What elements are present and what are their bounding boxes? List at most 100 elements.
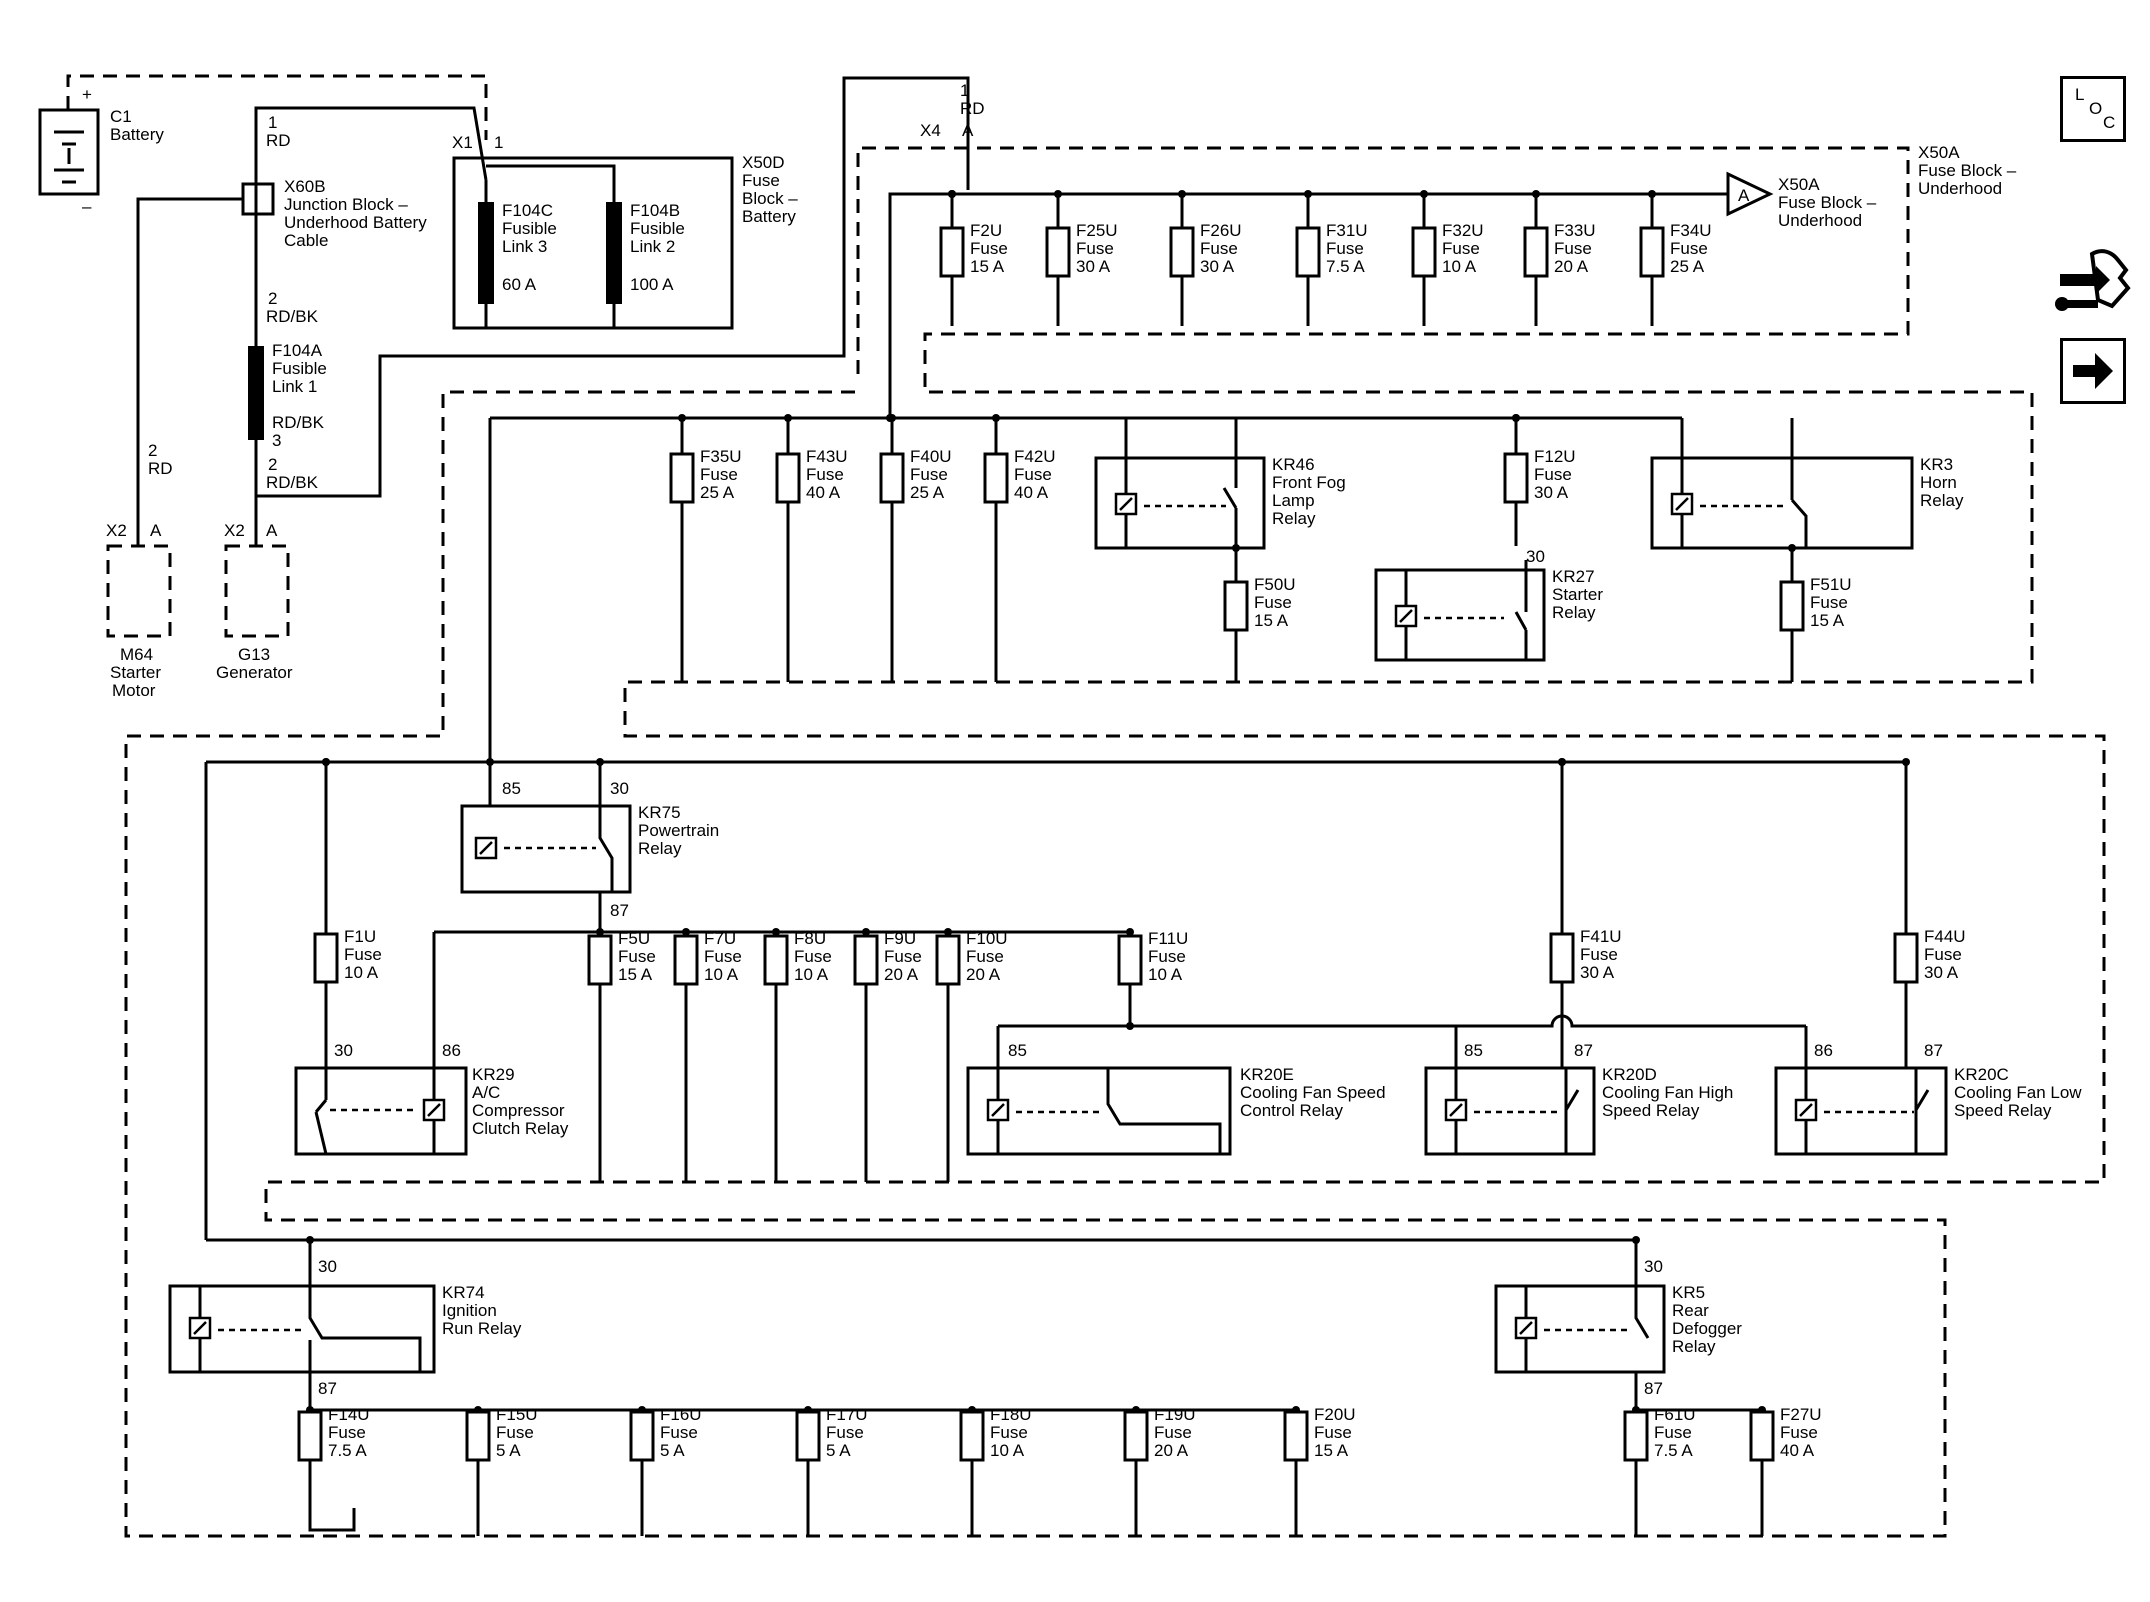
junction-dots xyxy=(306,190,1640,1244)
fuse-name: F27U xyxy=(1780,1405,1822,1424)
battery-plus: + xyxy=(82,85,92,104)
fuse-rating: 5 A xyxy=(496,1441,521,1460)
relay-name: KR75 xyxy=(638,803,681,822)
fuse-body xyxy=(939,226,965,278)
next-arrow-icon[interactable] xyxy=(2060,338,2126,404)
fuse-type: Fuse xyxy=(884,947,922,966)
fuse-rating: 20 A xyxy=(966,965,1001,984)
fuse-type: Fuse xyxy=(344,945,382,964)
battery-symbol xyxy=(38,108,100,196)
fuse-body xyxy=(1123,1410,1149,1462)
fuse-name: F2U xyxy=(970,221,1002,240)
gen-wire: RD/BK xyxy=(266,473,319,492)
fuse-body xyxy=(313,932,339,984)
fuse-junction-dot xyxy=(1902,758,1910,766)
fuse-rating: 5 A xyxy=(660,1441,685,1460)
fuse-body xyxy=(1623,1410,1649,1462)
fuse-body xyxy=(1779,580,1805,632)
fuse-type: Fuse xyxy=(1254,593,1292,612)
fuse-rating: 15 A xyxy=(1254,611,1289,630)
fuse-junction-dot xyxy=(682,928,690,936)
fuse-rating: 30 A xyxy=(1924,963,1959,982)
fuse-name: F15U xyxy=(496,1405,538,1424)
fuse-name: F35U xyxy=(700,447,742,466)
fuse-type: Fuse xyxy=(1154,1423,1192,1442)
fuse-name: F7U xyxy=(704,929,736,948)
fuse-rating: 20 A xyxy=(1154,1441,1189,1460)
loc-letter-l: L xyxy=(2075,85,2085,104)
relay-desc-line: A/C xyxy=(472,1083,500,1102)
relay-desc-line: Clutch Relay xyxy=(472,1119,569,1138)
fuse-name: F19U xyxy=(1154,1405,1196,1424)
gen-pin: A xyxy=(266,521,278,540)
relay-desc-line: Front Fog xyxy=(1272,473,1346,492)
relay-name: KR20D xyxy=(1602,1065,1657,1084)
relay-pin-number: 30 xyxy=(610,779,629,798)
fuse-name: F25U xyxy=(1076,221,1118,240)
relay-pin-number: 30 xyxy=(318,1257,337,1276)
fuse-type: Fuse xyxy=(1326,239,1364,258)
fuse-rating: 10 A xyxy=(990,1441,1025,1460)
fuse-name: F41U xyxy=(1580,927,1622,946)
fuse-junction-dot xyxy=(1558,758,1566,766)
fuse-rating: 7.5 A xyxy=(328,1441,367,1460)
fuse-name: F17U xyxy=(826,1405,868,1424)
fuse-type: Fuse xyxy=(1534,465,1572,484)
starter-name: M64 xyxy=(120,645,153,664)
fuse-name: F11U xyxy=(1148,929,1188,948)
fuse-rating: 40 A xyxy=(806,483,841,502)
relay-desc-line: Compressor xyxy=(472,1101,565,1120)
fuse-junction-dot xyxy=(1648,190,1656,198)
fl1-wire-bot: RD/BK xyxy=(272,413,325,432)
relay-symbols xyxy=(168,418,1948,1410)
gen-desc: Generator xyxy=(216,663,293,682)
fuse-name: F5U xyxy=(618,929,650,948)
fuse-body xyxy=(1169,226,1195,278)
fuse-type: Fuse xyxy=(990,1423,1028,1442)
fuse-type: Fuse xyxy=(794,947,832,966)
fuse-name: F33U xyxy=(1554,221,1596,240)
fuse-body xyxy=(1639,226,1665,278)
fuse-name: F32U xyxy=(1442,221,1484,240)
fuse-rating: 40 A xyxy=(1014,483,1049,502)
fl1-wire-top: RD/BK xyxy=(266,307,319,326)
relay-desc-line: Relay xyxy=(1272,509,1316,528)
fuse-type: Fuse xyxy=(618,947,656,966)
fuse-name: F43U xyxy=(806,447,848,466)
location-icon[interactable]: L O C xyxy=(2060,76,2126,142)
relay-pin-number: 85 xyxy=(502,779,521,798)
fuse-junction-dot xyxy=(1512,414,1520,422)
fuse-name: F14U xyxy=(328,1405,370,1424)
fuse-rating: 10 A xyxy=(344,963,379,982)
service-manual-icon[interactable] xyxy=(2052,244,2132,320)
junction-desc: Junction Block – Underhood Battery Cable xyxy=(284,195,431,250)
relay-name: KR20E xyxy=(1240,1065,1294,1084)
fuse-body xyxy=(1117,934,1143,986)
fuse-body xyxy=(669,452,695,504)
fuse-junction-dot xyxy=(992,414,1000,422)
fuse-rating: 40 A xyxy=(1780,1441,1815,1460)
fuse-type: Fuse xyxy=(910,465,948,484)
x50a-arrow-desc: Fuse Block – Underhood xyxy=(1778,193,1881,230)
gen-wire-pin: 2 xyxy=(268,455,277,474)
